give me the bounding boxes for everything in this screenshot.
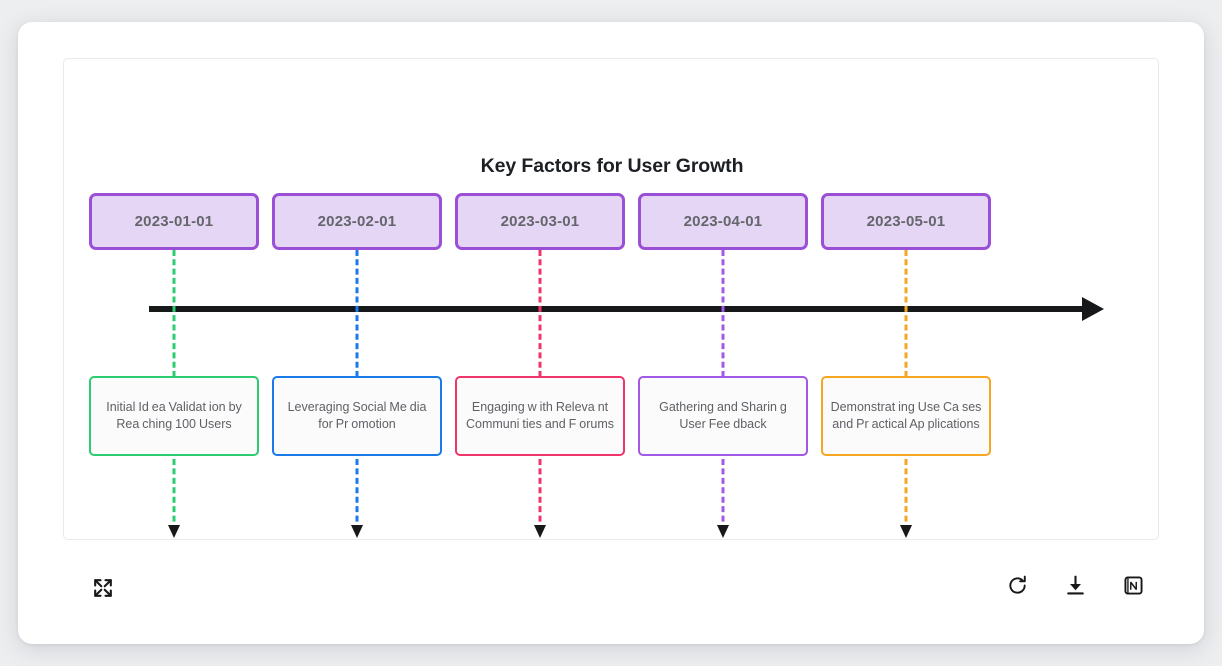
timeline-connector-lower [721,459,725,531]
timeline-date-chip[interactable]: 2023-03-01 [455,193,625,250]
timeline-axis-arrowhead [1082,297,1104,321]
timeline-event-box[interactable]: Gathering and Sharin g User Fee dback [638,376,808,456]
notion-icon[interactable] [1122,574,1145,597]
timeline-connector-lower [904,459,908,531]
timeline-connector-upper [355,250,359,377]
timeline-connector-arrowhead [717,525,729,538]
timeline-event-label: Leveraging Social Me dia for Pr omotion [287,400,427,431]
timeline-date-chip[interactable]: 2023-02-01 [272,193,442,250]
timeline-connector-upper [721,250,725,377]
timeline-connector-upper [172,250,176,377]
timeline-event-label: Gathering and Sharin g User Fee dback [659,400,787,431]
timeline-event-box[interactable]: Initial Id ea Validat ion by Rea ching 1… [89,376,259,456]
timeline-axis-line [149,306,1084,312]
timeline-event-label: Initial Id ea Validat ion by Rea ching 1… [106,400,242,431]
timeline-connector-arrowhead [900,525,912,538]
timeline-connector-arrowhead [168,525,180,538]
timeline-event-label: Demonstrat ing Use Ca ses and Pr actical… [830,400,982,431]
chart-toolbar [63,562,1159,624]
timeline-date-chip[interactable]: 2023-04-01 [638,193,808,250]
timeline-connector-lower [172,459,176,531]
download-icon[interactable] [1064,574,1087,597]
page-title: Key Factors for User Growth [480,155,744,177]
timeline-event-box[interactable]: Engaging w ith Releva nt Communi ties an… [455,376,625,456]
timeline-event-label: Engaging w ith Releva nt Communi ties an… [465,400,615,431]
timeline-connector-arrowhead [534,525,546,538]
timeline-connector-lower [355,459,359,531]
fullscreen-expand-icon[interactable] [91,576,115,600]
timeline-event-box[interactable]: Demonstrat ing Use Ca ses and Pr actical… [821,376,991,456]
timeline-connector-upper [904,250,908,377]
timeline-connector-upper [538,250,542,377]
timeline-date-chip[interactable]: 2023-05-01 [821,193,991,250]
refresh-icon[interactable] [1006,574,1029,597]
timeline-connector-lower [538,459,542,531]
timeline-event-box[interactable]: Leveraging Social Me dia for Pr omotion [272,376,442,456]
timeline-connector-arrowhead [351,525,363,538]
timeline-date-chip[interactable]: 2023-01-01 [89,193,259,250]
